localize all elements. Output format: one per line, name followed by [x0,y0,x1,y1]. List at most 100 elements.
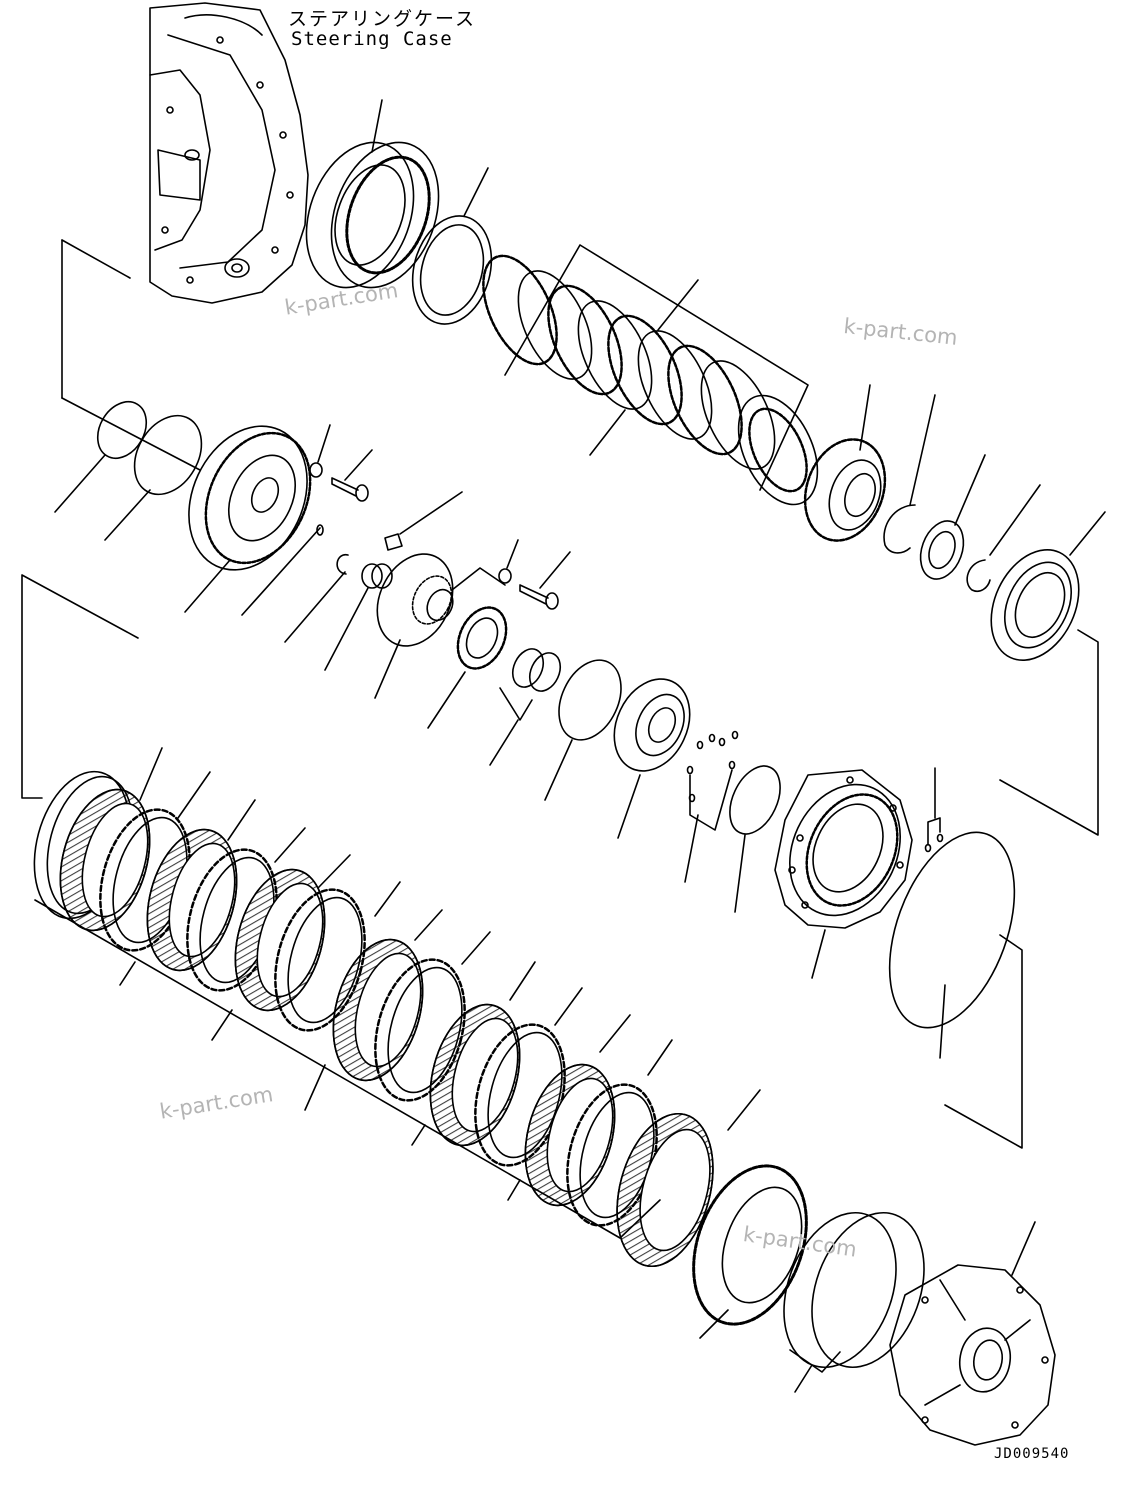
leader-line [375,640,400,698]
leader-line [428,672,465,728]
part-title-english: Steering Case [291,28,453,50]
bracket-line [928,818,940,845]
ring-gear [287,127,457,302]
retaining-ring [337,555,348,574]
leader-line [464,168,488,216]
washer [499,569,511,583]
leader-line [685,815,698,882]
leader-line [795,1365,812,1392]
leader-line [325,588,368,670]
o-ring [121,404,215,507]
bolt [520,585,558,609]
leader-line [618,775,640,838]
leader-line [1012,1222,1035,1275]
part-title-japanese: ステアリングケース [288,8,477,30]
leader-line [910,395,935,505]
leader-line [412,1125,425,1145]
leader-line [462,932,490,964]
leader-line [990,485,1040,555]
leader-line [212,1010,232,1040]
bearing [449,600,516,677]
piston-housing [166,407,330,589]
leader-line [185,560,230,612]
leader-line [735,835,745,912]
bearing [913,515,971,585]
leader-line [318,425,330,462]
end-cover [890,1265,1055,1445]
leader-line [590,410,625,455]
washer [310,463,322,477]
leader-line [545,740,572,800]
friction-disc [319,930,437,1091]
leader-line [600,1015,630,1052]
seal-carrier [974,536,1096,675]
bracket-line [22,575,138,798]
leader-line [372,100,382,152]
leader-line [55,455,105,512]
drum-housing [769,766,921,933]
leader-line [700,1310,728,1338]
leader-line [860,385,870,450]
friction-disc [416,995,534,1156]
friction-disc [133,820,251,981]
lower-clutch-pack [19,761,729,1277]
spring-pins [688,732,738,802]
flange-shaft [363,542,467,659]
bracket-line [1000,630,1098,835]
dowel-pin [317,525,323,535]
friction-disc [511,1055,629,1216]
leader-line [305,1065,325,1110]
leader-line [658,280,698,330]
seal-rings [507,644,566,696]
steering-case-housing [150,3,308,303]
bracket-line [790,1350,840,1372]
o-ring [547,650,633,750]
friction-disc [601,1103,728,1277]
leader-line [318,855,350,888]
bracket-line [690,770,732,830]
piston [600,667,704,784]
leader-line [105,490,150,540]
bolt [332,478,368,501]
leader-line [940,985,945,1058]
gear-hub [792,428,899,552]
leader-line [540,552,570,588]
leader-line [242,528,320,615]
leader-line [508,1180,520,1200]
leader-line [415,910,442,940]
leader-line [120,962,135,985]
thrust-washer [401,207,503,333]
leader-line [140,748,162,800]
bracket-line [945,935,1022,1148]
leader-line [228,800,255,840]
leader-line [648,1040,672,1075]
large-o-ring [865,815,1038,1044]
leader-line [400,492,462,534]
upper-clutch-pack [468,245,833,517]
leader-line [507,540,518,568]
leader-line [375,882,400,916]
bracket-line [452,568,505,590]
leader-line [1070,512,1105,555]
leader-line [955,455,985,525]
leader-line [62,240,130,278]
leader-line [178,772,210,818]
leader-line [555,988,582,1025]
leader-line [345,450,372,480]
leader-line [812,930,825,978]
leader-line [275,828,305,862]
toothed-drum [673,1150,827,1340]
end-plates [764,1197,944,1383]
o-ring [720,758,790,842]
leader-line [285,572,345,642]
plug [385,534,402,550]
bracket-line [505,245,808,490]
small-snap-ring [967,560,990,591]
leader-line [490,720,518,765]
leader-line [728,1090,760,1130]
snap-ring [884,505,915,553]
bracket-line [500,688,532,720]
leader-line [62,398,200,470]
